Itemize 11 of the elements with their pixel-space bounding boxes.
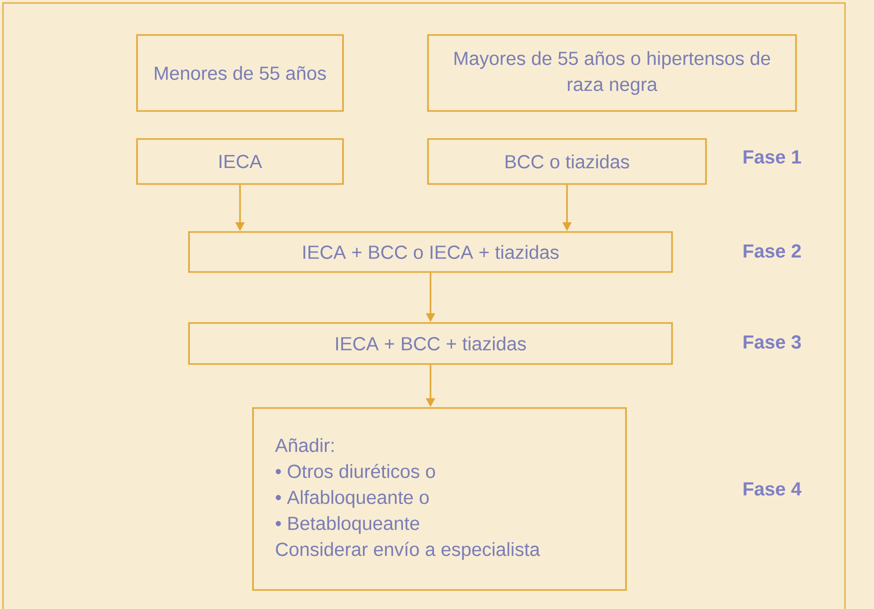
process-box: IECA: [136, 138, 344, 185]
phase-label: Fase 3: [744, 335, 801, 349]
instruction-box: Añadir: • Otros diuréticos o • Alfabloqueante o • Betabloqueante Considerar envío a especialista: [252, 407, 627, 591]
process-box: IECA + BCC o IECA + tiazidas: [188, 231, 673, 273]
phase-label: Fase 2: [744, 244, 801, 258]
phase-label: Fase 1: [744, 150, 802, 164]
process-box: IECA + BCC + tiazidas: [188, 322, 673, 365]
phase-label: Fase 4: [744, 482, 802, 496]
process-box: BCC o tiazidas: [427, 138, 707, 185]
process-box: Menores de 55 años: [136, 34, 344, 112]
process-box: Mayores de 55 años o hipertensos de raza negra: [427, 34, 797, 112]
